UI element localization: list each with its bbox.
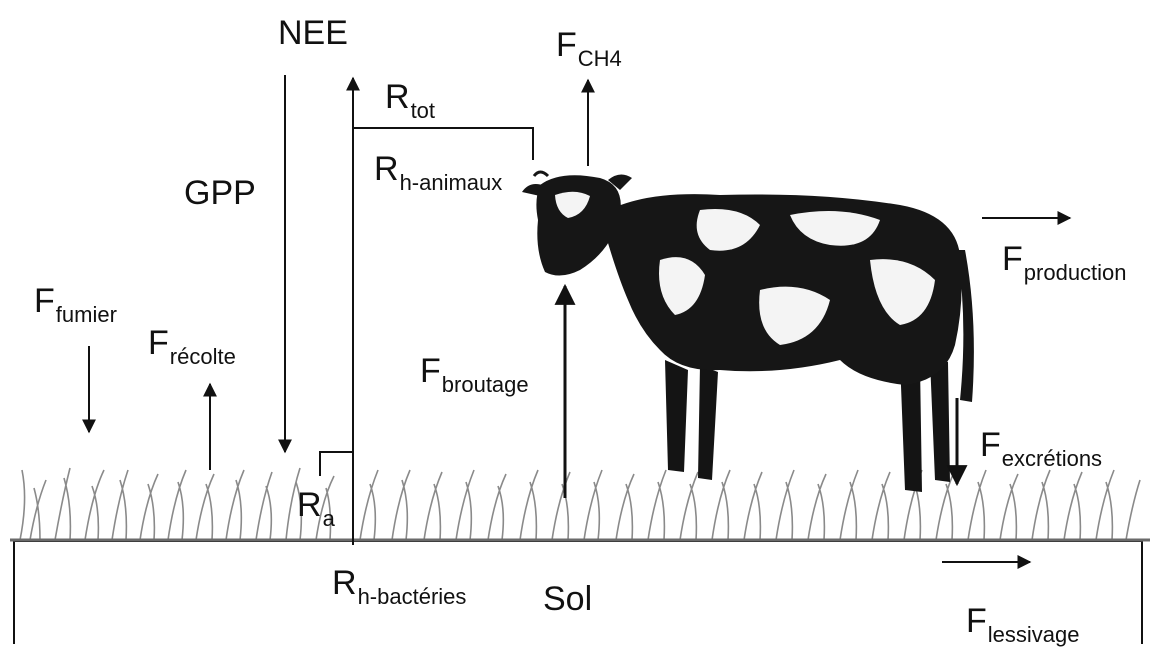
label-nee: NEE [278,16,348,50]
cow-head [536,175,620,275]
cow-illustration [522,172,974,492]
label-ffumier: Ffumier [34,284,117,318]
label-fproduction: Fproduction [1002,242,1127,276]
label-gpp: GPP [184,176,256,210]
label-rh-bacteries: Rh-bactéries [332,566,466,600]
label-ra: Ra [297,488,335,522]
label-rtot: Rtot [385,80,435,114]
label-fexcretions: Fexcrétions [980,428,1102,462]
label-flessivage: Flessivage [966,604,1080,638]
label-frecolte: Frécolte [148,326,236,360]
label-fch4: FCH4 [556,28,622,62]
ra-connector [320,452,353,476]
label-rh-animaux: Rh-animaux [374,152,502,186]
grass-strip [10,468,1150,540]
label-sol: Sol [543,582,592,616]
label-fbroutage: Fbroutage [420,354,529,388]
